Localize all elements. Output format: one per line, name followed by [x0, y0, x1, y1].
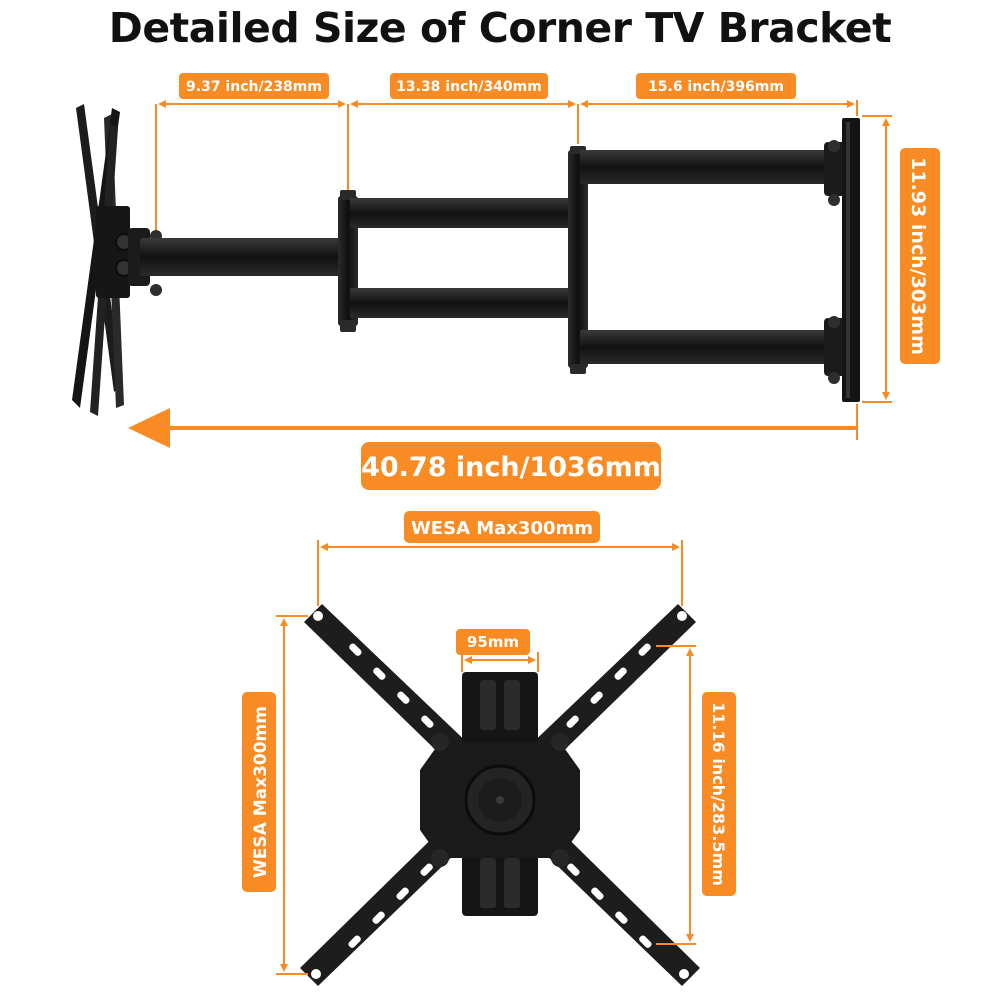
- label-segment-1: 9.37 inch/238mm: [186, 79, 322, 95]
- label-segment-2: 13.38 inch/340mm: [396, 79, 542, 95]
- label-pill-wall-plate: [900, 148, 940, 364]
- vesa-front-view: [300, 604, 700, 986]
- label-wall-plate-height: 11.93 inch/303mm: [907, 157, 929, 355]
- total-arrowhead: [128, 408, 170, 448]
- arm-segment-3-upper: [580, 150, 828, 184]
- page-title: Detailed Size of Corner TV Bracket: [108, 4, 892, 52]
- arm-segment-2-upper: [350, 198, 578, 228]
- label-pill-center-plate: [456, 629, 530, 655]
- joint-2: [568, 146, 588, 374]
- vertical-hole-span-dimension: 11.16 inch/283.5mm: [656, 645, 736, 945]
- arm-segment-2-lower: [350, 288, 578, 318]
- label-pill-vesa-width: [404, 511, 600, 543]
- vesa-width-dimension: WESA Max300mm: [317, 511, 683, 606]
- label-center-plate-width: 95mm: [467, 633, 519, 651]
- label-pill-segment-1: [179, 73, 329, 99]
- center-plate-width-dimension: 95mm: [456, 629, 539, 672]
- label-vesa-height: WESA Max300mm: [251, 706, 271, 878]
- label-pill-hole-span: [702, 692, 736, 896]
- label-total-extension: 40.78 inch/1036mm: [361, 452, 661, 483]
- label-pill-segment-3: [636, 73, 796, 99]
- wall-plate: [842, 118, 860, 402]
- wall-plate-height-dimension: 11.93 inch/303mm: [862, 115, 940, 403]
- label-segment-3: 15.6 inch/396mm: [648, 79, 784, 95]
- label-vertical-hole-span: 11.16 inch/283.5mm: [709, 702, 728, 886]
- label-vesa-width: WESA Max300mm: [411, 518, 593, 539]
- label-pill-total: [361, 442, 661, 490]
- arm-side-view: [72, 104, 860, 416]
- wall-hinges: [824, 140, 846, 384]
- arm-segment-1: [140, 238, 350, 276]
- label-pill-segment-2: [390, 73, 548, 99]
- center-plate: [420, 733, 580, 867]
- arm-segment-3-lower: [580, 330, 828, 364]
- vesa-height-dimension: WESA Max300mm: [242, 615, 308, 975]
- total-extension-dimension: 40.78 inch/1036mm: [128, 404, 858, 490]
- top-dimension-lines: 9.37 inch/238mm 13.38 inch/340mm 15.6 in…: [155, 73, 858, 230]
- label-pill-vesa-height: [242, 692, 276, 892]
- tv-plate-side: [72, 104, 162, 416]
